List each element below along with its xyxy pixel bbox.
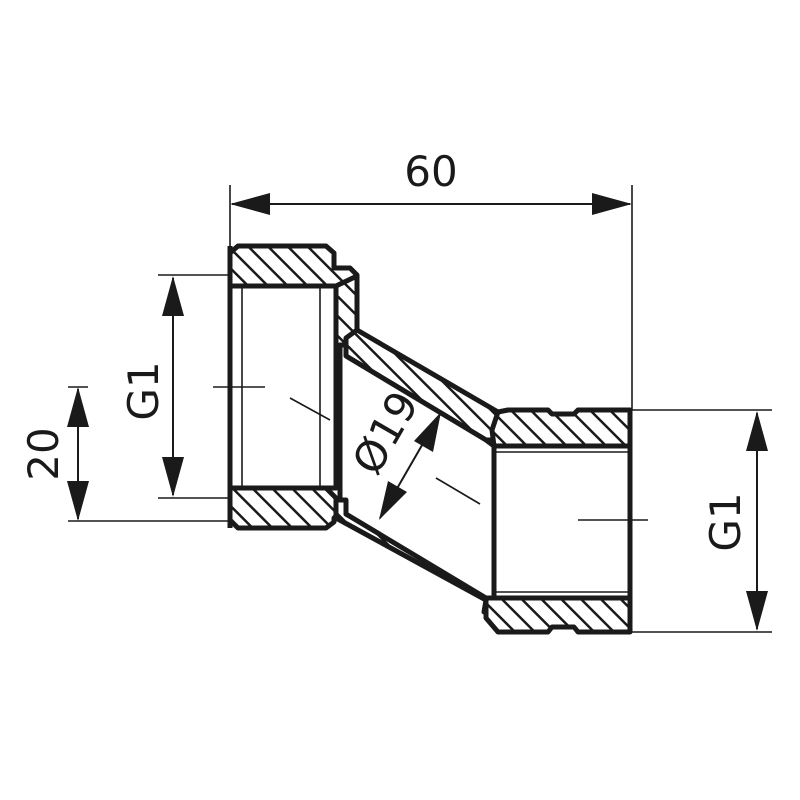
label-right-thread: G1 (701, 492, 750, 551)
label-left-thread: G1 (119, 361, 168, 420)
center-marks (213, 386, 648, 521)
dim-offset: 20 (19, 387, 89, 521)
dim-left-thread: G1 (119, 276, 184, 497)
dim-overall-length: 60 (230, 147, 632, 215)
arrow-down (162, 457, 184, 497)
right-socket-top-wall (489, 407, 633, 449)
pipe-axis-mark-1 (289, 397, 331, 421)
arrow-lower (379, 481, 407, 520)
arrow-up (67, 387, 89, 427)
arrow-down (746, 591, 768, 631)
pipe-channel (337, 342, 497, 601)
label-offset: 20 (19, 427, 68, 480)
left-nut-bottom-wall (227, 485, 343, 531)
arrow-down (67, 481, 89, 521)
pipe-axis-mark-2 (435, 477, 481, 505)
right-bore (491, 443, 633, 601)
right-socket-bottom-wall (483, 595, 633, 635)
arrow-up (746, 411, 768, 451)
arrow-right (592, 193, 632, 215)
label-overall-length: 60 (404, 147, 457, 196)
arrow-upper (414, 412, 441, 452)
arrow-up (162, 276, 184, 316)
arrow-left (230, 193, 270, 215)
extension-lines (68, 185, 772, 633)
dim-right-thread: G1 (701, 411, 768, 631)
